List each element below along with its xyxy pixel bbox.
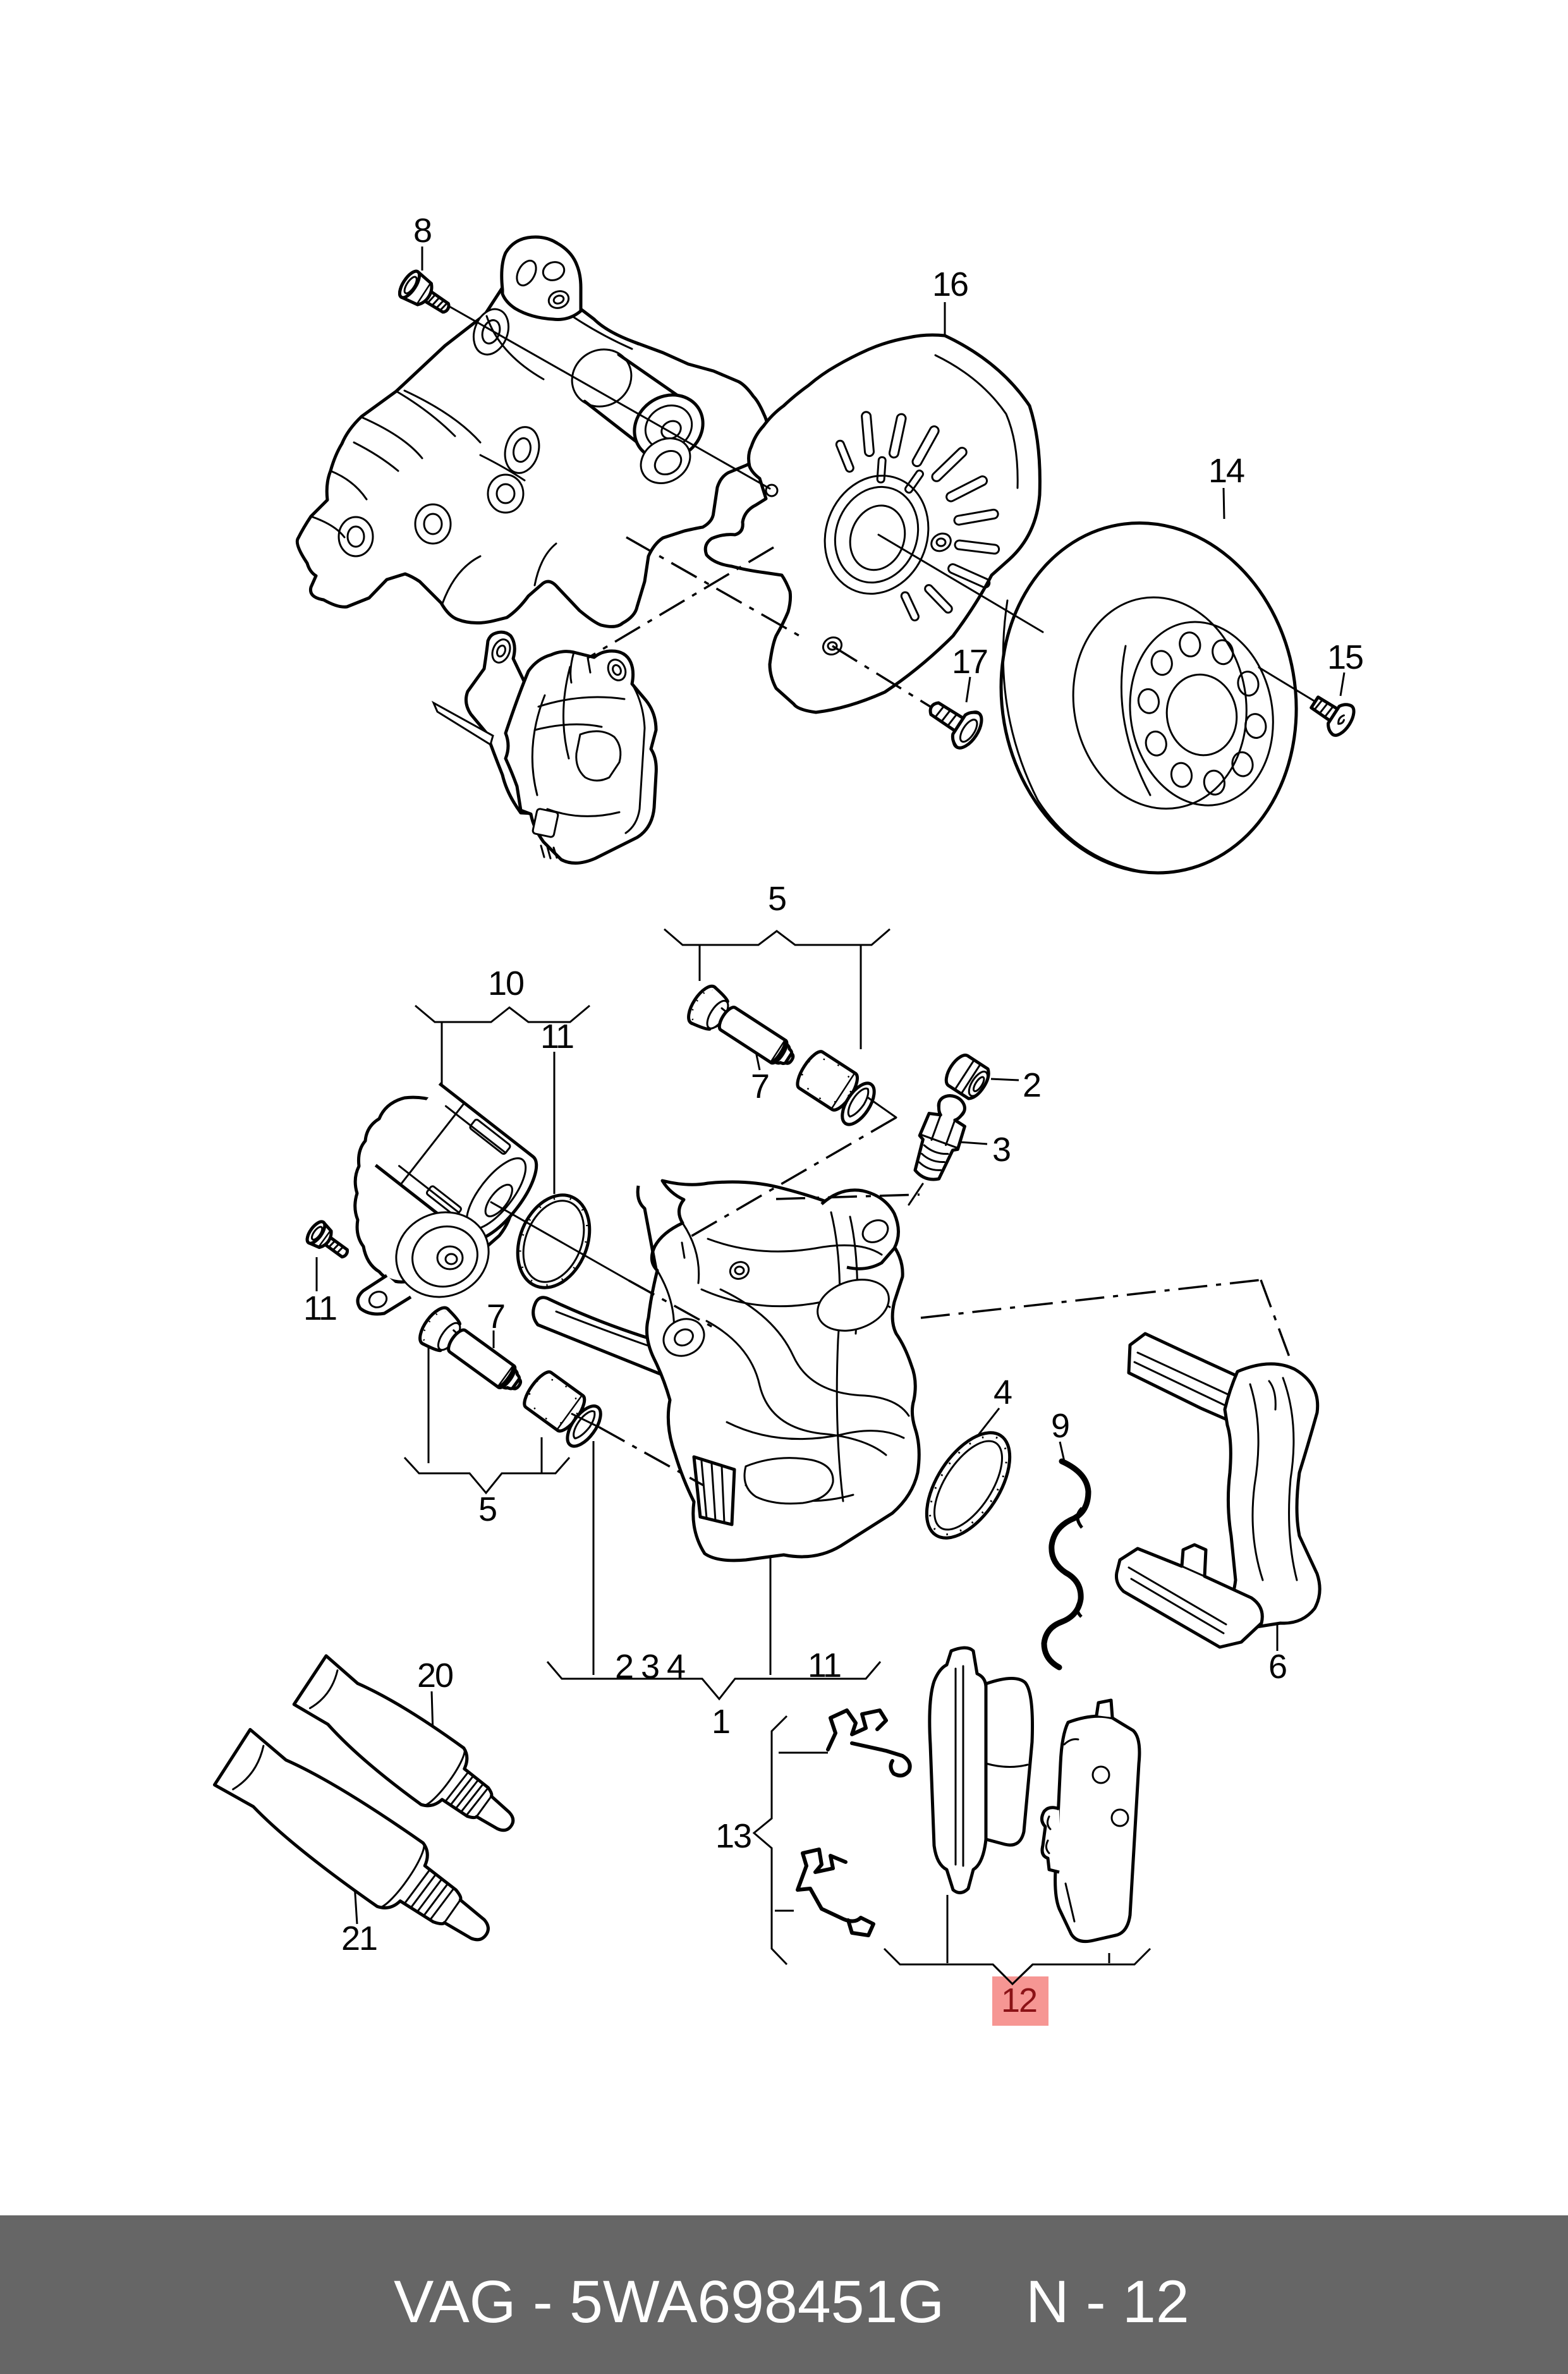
svg-text:11: 11: [808, 1647, 841, 1684]
svg-text:6: 6: [1268, 1648, 1286, 1686]
svg-text:12: 12: [1001, 1981, 1036, 2019]
svg-text:20: 20: [417, 1657, 453, 1695]
svg-text:10: 10: [488, 965, 523, 1002]
svg-text:11: 11: [303, 1289, 336, 1327]
svg-text:VAG - 5WA698451G: VAG - 5WA698451G: [394, 2268, 944, 2335]
svg-text:11: 11: [540, 1018, 573, 1056]
svg-text:2: 2: [1023, 1066, 1040, 1104]
svg-text:3: 3: [992, 1131, 1010, 1169]
svg-text:N - 12: N - 12: [1026, 2268, 1189, 2335]
svg-text:8: 8: [413, 212, 431, 250]
svg-text:17: 17: [952, 643, 987, 681]
svg-text:13: 13: [715, 1817, 751, 1855]
svg-text:2 3 4: 2 3 4: [615, 1648, 685, 1686]
svg-text:7: 7: [487, 1298, 504, 1336]
svg-text:1: 1: [712, 1703, 729, 1741]
svg-text:16: 16: [932, 265, 968, 303]
svg-text:4: 4: [994, 1373, 1012, 1411]
svg-text:7: 7: [751, 1068, 769, 1105]
svg-text:21: 21: [341, 1920, 377, 1957]
svg-text:5: 5: [478, 1490, 496, 1528]
svg-text:5: 5: [768, 880, 786, 918]
svg-text:14: 14: [1208, 452, 1244, 490]
svg-text:9: 9: [1051, 1407, 1069, 1445]
svg-text:15: 15: [1327, 638, 1363, 676]
